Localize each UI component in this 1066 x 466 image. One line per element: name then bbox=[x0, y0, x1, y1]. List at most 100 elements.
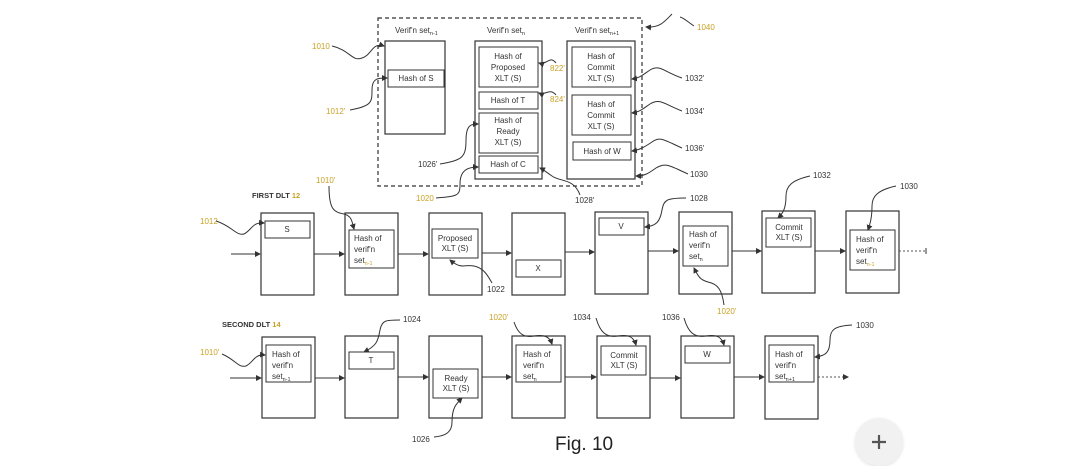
ref-label: 1030 bbox=[900, 182, 918, 191]
ref-label: 824' bbox=[550, 95, 565, 104]
entry-hash-ready bbox=[478, 112, 539, 154]
ref-label: 1026 bbox=[412, 435, 430, 444]
block-content-hash bbox=[265, 344, 312, 383]
figure-caption: Fig. 10 bbox=[555, 434, 613, 455]
leader-line bbox=[631, 101, 683, 116]
entry-text: Hash of W bbox=[583, 147, 621, 156]
leader-line bbox=[513, 321, 554, 345]
add-button[interactable] bbox=[855, 418, 903, 466]
ref-label: 1040 bbox=[697, 23, 715, 32]
leader-line bbox=[221, 351, 266, 367]
second-dlt-block-2 bbox=[344, 335, 399, 419]
block-content-hash bbox=[348, 229, 395, 269]
ref-label: 1012 bbox=[200, 217, 218, 226]
leader-line bbox=[328, 185, 356, 230]
block-text: S bbox=[284, 225, 289, 234]
leader-line bbox=[538, 59, 557, 68]
ref-label: 1026' bbox=[418, 160, 438, 169]
leader-line bbox=[644, 197, 687, 230]
block-content-commit bbox=[600, 345, 647, 376]
leader-line bbox=[866, 185, 897, 231]
leader-line bbox=[645, 13, 673, 31]
block-content-hash bbox=[849, 229, 896, 271]
ref-label: 1034 bbox=[573, 313, 591, 322]
block-content-hash bbox=[768, 344, 815, 383]
block-content-hash bbox=[682, 225, 729, 267]
ref-label: 1010 bbox=[312, 42, 330, 51]
leader-line bbox=[595, 317, 638, 346]
entry-hash-proposed bbox=[478, 46, 539, 88]
leader-line bbox=[349, 75, 388, 111]
ref-label: 1028' bbox=[575, 196, 595, 205]
ref-label: 1020' bbox=[489, 313, 509, 322]
verification-sets-group: Verif'n setn-1 Hash of S Verif'n setn Ha… bbox=[312, 13, 715, 205]
block-content-hash bbox=[515, 344, 562, 383]
entry-hash-of-s bbox=[387, 69, 445, 88]
leader-line bbox=[539, 167, 581, 196]
block-content-ready bbox=[432, 368, 479, 399]
ref-label: 1012' bbox=[326, 107, 346, 116]
block-content-w bbox=[684, 345, 731, 364]
entry-hash-of-t bbox=[478, 91, 539, 110]
first-dlt-label: FIRST DLT 12 bbox=[252, 191, 300, 200]
leader-line bbox=[635, 164, 689, 179]
ref-label: 1032' bbox=[685, 74, 705, 83]
leader-line bbox=[679, 16, 695, 27]
set-title-n-plus-1: Verif'n setn+1 bbox=[575, 26, 619, 37]
ref-label: 1020 bbox=[416, 194, 434, 203]
entry-hash-commit-1 bbox=[571, 46, 632, 88]
set-title-n: Verif'n setn bbox=[487, 26, 525, 37]
leader-line bbox=[683, 317, 726, 346]
ref-label: 1010' bbox=[200, 348, 220, 357]
block-content-s bbox=[264, 220, 311, 239]
block-text: V bbox=[618, 222, 624, 231]
ref-label: 1010' bbox=[316, 176, 336, 185]
ref-label: 1032 bbox=[813, 171, 831, 180]
block-content-t bbox=[348, 351, 395, 370]
leader-line bbox=[363, 319, 401, 353]
set-title-n-minus-1: Verif'n setn-1 bbox=[395, 26, 438, 37]
ref-label: 1034' bbox=[685, 107, 705, 116]
leader-line bbox=[433, 397, 463, 438]
ref-label: 1028 bbox=[690, 194, 708, 203]
ref-label: 1030 bbox=[856, 321, 874, 330]
plus-icon bbox=[872, 435, 886, 449]
ref-label: 1036 bbox=[662, 313, 680, 322]
entry-text: Hash of T bbox=[491, 96, 526, 105]
leader-line bbox=[538, 91, 557, 98]
block-content-v bbox=[598, 217, 645, 236]
entry-hash-of-w bbox=[572, 141, 632, 161]
dashed-group-border bbox=[377, 17, 643, 187]
first-dlt-block-4 bbox=[511, 212, 566, 296]
entry-hash-of-c bbox=[478, 155, 539, 174]
block-content-proposed bbox=[431, 228, 479, 259]
block-content-commit bbox=[765, 217, 812, 248]
block-text: X bbox=[535, 264, 541, 273]
block-text: T bbox=[369, 356, 374, 365]
second-dlt-label: SECOND DLT 14 bbox=[222, 320, 281, 329]
ref-label: 822' bbox=[550, 64, 565, 73]
leader-line bbox=[631, 67, 683, 82]
ref-label: 1022 bbox=[487, 285, 505, 294]
leader-line bbox=[814, 324, 853, 360]
leader-line bbox=[439, 121, 479, 165]
ref-label: 1024 bbox=[403, 315, 421, 324]
ref-label: 1020' bbox=[717, 307, 737, 316]
leader-line bbox=[449, 259, 493, 284]
entry-hash-commit-2 bbox=[571, 94, 632, 136]
ref-label: 1036' bbox=[685, 144, 705, 153]
